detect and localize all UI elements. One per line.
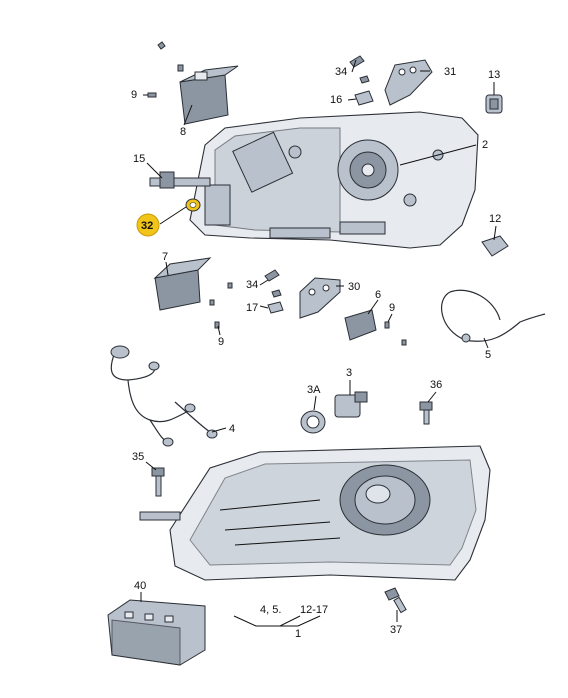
screw-icon: [209, 282, 407, 346]
part-3-bulb[interactable]: [334, 391, 368, 418]
part-37-bolt[interactable]: [384, 587, 407, 614]
part-35-bolt[interactable]: [151, 467, 165, 497]
callout-35: 35: [132, 451, 144, 463]
callout-5: 5: [485, 349, 491, 361]
callout-31: 31: [444, 66, 456, 78]
part-1-headlight-assembly[interactable]: [139, 445, 491, 581]
callout-4-5: 4, 5.: [260, 604, 281, 616]
part-16-clip[interactable]: [354, 90, 374, 106]
part-13-cap[interactable]: [485, 94, 503, 114]
callout-6: 6: [375, 289, 381, 301]
screw-icon: [143, 41, 184, 98]
callout-9-left: 9: [218, 336, 224, 348]
part-30-bracket[interactable]: [299, 277, 341, 319]
callout-30: 30: [348, 281, 360, 293]
callout-34-mid: 34: [246, 279, 258, 291]
callout-1: 1: [295, 628, 301, 640]
part-4-wiring-harness[interactable]: [110, 345, 218, 447]
callout-labels: 2 8 9 15 34 31 16 13 12 7 30 34 17 9 6 9…: [131, 66, 501, 640]
callout-17: 17: [246, 302, 258, 314]
callout-7: 7: [162, 251, 168, 263]
callout-15: 15: [133, 153, 145, 165]
callout-16: 16: [330, 94, 342, 106]
part-32-bracket[interactable]: [185, 198, 201, 212]
callout-36: 36: [430, 379, 442, 391]
part-7-control-unit[interactable]: [153, 257, 212, 311]
callout-4: 4: [229, 423, 235, 435]
part-3a-ring[interactable]: [300, 410, 326, 434]
part-34-screw-mid[interactable]: [264, 269, 282, 298]
part-40-control-unit[interactable]: [107, 599, 206, 666]
callout-3a: 3A: [307, 384, 321, 396]
part-36-bolt[interactable]: [419, 401, 433, 425]
part-34-screw-top[interactable]: [349, 55, 370, 84]
callout-9-top: 9: [131, 89, 137, 101]
callout-34-top: 34: [335, 66, 347, 78]
part-8-control-unit[interactable]: [179, 65, 239, 125]
part-12-cap[interactable]: [481, 235, 509, 257]
part-17-clip[interactable]: [267, 301, 284, 314]
callout-8: 8: [180, 126, 186, 138]
callout-37: 37: [390, 624, 402, 636]
callout-40: 40: [134, 580, 146, 592]
part-31-bracket[interactable]: [384, 59, 433, 106]
part-15-bracket[interactable]: [149, 171, 211, 189]
callout-3: 3: [346, 367, 352, 379]
callout-12: 12: [489, 213, 501, 225]
callout-9-right: 9: [389, 302, 395, 314]
headlight-housing-rear: [189, 111, 479, 249]
callout-12-17: 12-17: [300, 604, 328, 616]
callout-13: 13: [488, 69, 500, 81]
part-5-wiring[interactable]: [441, 289, 546, 343]
part-6-control-unit[interactable]: [344, 309, 377, 341]
leader-lines: [140, 59, 497, 627]
callout-32-badge[interactable]: 32: [136, 213, 160, 237]
callout-32: 32: [141, 220, 153, 232]
callout-2: 2: [482, 139, 488, 151]
